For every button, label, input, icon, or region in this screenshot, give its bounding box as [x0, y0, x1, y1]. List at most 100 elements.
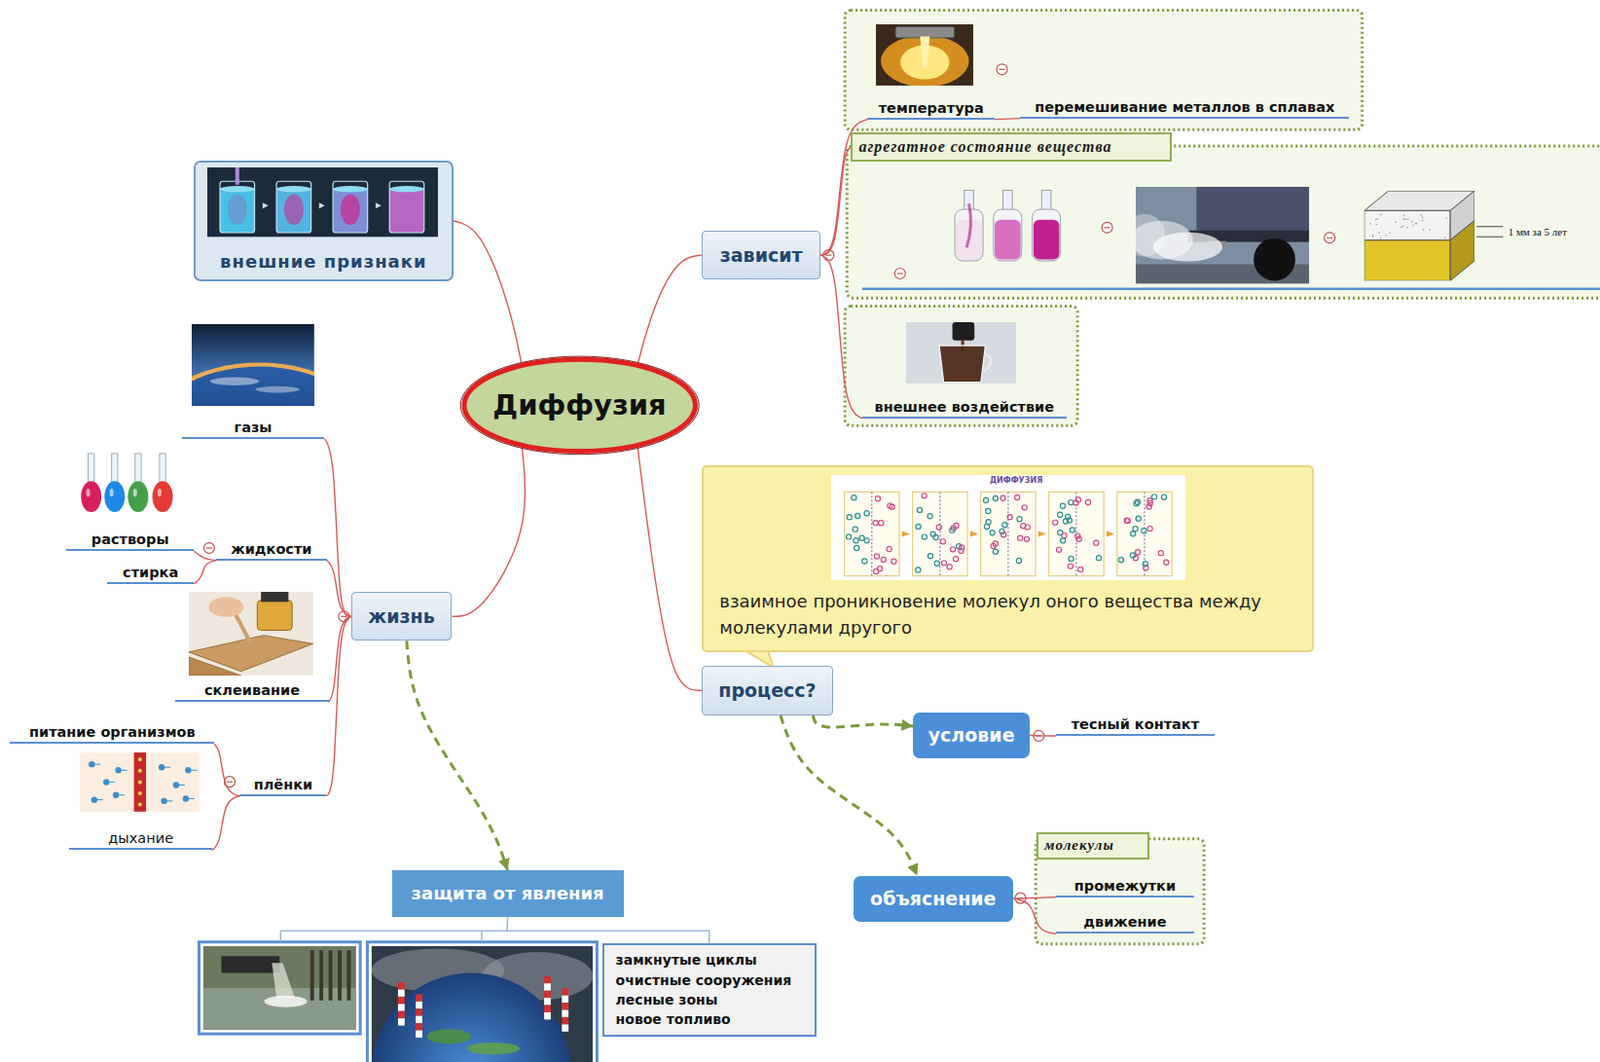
drawing-circle [931, 531, 937, 537]
drawing-circle [1070, 526, 1076, 532]
drawing-circle [1018, 535, 1023, 541]
picture-frame [366, 942, 597, 1062]
drawing-circle [887, 503, 893, 509]
node-text: новое топливо [616, 1009, 731, 1029]
drawing-ellipse [460, 356, 699, 455]
drawing-rect [561, 1017, 569, 1024]
dashed-arrow [812, 715, 913, 728]
drawing-rect [203, 945, 357, 1030]
node-text: замкнутые циклы [616, 949, 758, 970]
drawing-circle [993, 495, 999, 501]
leader-line [1476, 225, 1503, 227]
drawing-rect [952, 322, 976, 341]
drawing-circle [1136, 515, 1142, 521]
branch-line [1029, 734, 1056, 737]
branch-line [214, 743, 240, 796]
subtopic: жидкости [216, 535, 327, 560]
boundary-title: молекулы [1036, 832, 1149, 860]
drawing-circle [855, 512, 861, 518]
drawing-circle [950, 545, 956, 551]
collapse-toggle [825, 254, 832, 256]
drawing-circle [846, 533, 852, 539]
node-text: молекулы [1044, 836, 1115, 854]
drawing-circle [1416, 222, 1419, 225]
picture [188, 591, 314, 676]
drawing-circle [1369, 222, 1372, 225]
node-text: зависит [720, 244, 803, 266]
drawing-circle [983, 497, 989, 503]
ellipse-outline [459, 354, 700, 457]
drawing-circle [1093, 540, 1099, 546]
branch-topic: защита от явления [392, 870, 624, 916]
drawing-rect [159, 453, 166, 484]
drawing-ellipse [85, 488, 90, 497]
drawing-circle [1402, 218, 1405, 220]
node-text: лесные зоны [616, 989, 719, 1010]
collapse-toggle [203, 543, 215, 554]
drawing-circle [1126, 517, 1131, 523]
drawing-circle [1068, 499, 1074, 505]
drawing-circle [953, 555, 959, 561]
drawing-polygon [262, 203, 269, 210]
drawing-circle [1385, 234, 1388, 237]
drawing-line [166, 800, 173, 801]
drawing-circle [1422, 228, 1425, 231]
picture [1364, 190, 1475, 281]
drawing-rect [398, 1018, 405, 1025]
drawing-ellipse [227, 194, 248, 226]
drawing-rect [390, 189, 426, 234]
drawing-circle [1096, 554, 1102, 560]
drawing-rect [415, 1001, 423, 1009]
drawing-circle [1402, 224, 1405, 227]
drawing-circle [865, 537, 871, 543]
drawing-ellipse [104, 481, 125, 513]
drawing-rect [415, 1030, 423, 1038]
subtopic: внешнее воздействие [862, 318, 1067, 419]
branch-line [193, 560, 217, 584]
subtopic: растворы [66, 444, 194, 551]
branch-line [507, 916, 710, 944]
picture [207, 167, 438, 237]
node-text: растворы [91, 531, 170, 547]
drawing-rect [398, 996, 405, 1004]
drawing-circle [958, 547, 964, 553]
drawing-circle [862, 557, 868, 563]
drawing-ellipse [210, 377, 259, 386]
drawing-circle [941, 538, 946, 544]
drawing-circle [922, 534, 928, 540]
drawing-circle [1125, 517, 1130, 523]
drawing-rect [561, 1002, 569, 1010]
picture [875, 24, 975, 86]
drawing-rect [87, 453, 94, 484]
drawing-line [120, 768, 127, 770]
drawing-circle [1378, 231, 1381, 234]
node-text: тесный контакт [1071, 716, 1200, 732]
drawing-ellipse [333, 185, 369, 192]
node-text: жидкости [230, 541, 312, 557]
drawing-ellipse [132, 488, 137, 497]
drawing-circle [1056, 546, 1062, 552]
dashed-arrow [406, 640, 509, 871]
picture [831, 474, 1186, 581]
drawing-circle [1147, 497, 1153, 503]
drawing-circle [371, 972, 572, 1062]
drawing-circle [887, 545, 893, 551]
collapse-toggle [226, 781, 233, 783]
drawing-circle [989, 529, 995, 535]
drawing-circle [953, 522, 959, 528]
drawing-circle [951, 524, 957, 530]
drawing-circle [1063, 517, 1069, 523]
drawing-rect [844, 491, 900, 576]
drawing-circle [1147, 525, 1153, 531]
node-text: внешнее воздействие [873, 399, 1055, 415]
drawing-rect [310, 949, 315, 1001]
drawing-rect [188, 591, 314, 676]
drawing-circle [999, 528, 1005, 534]
drawing-circle [949, 527, 955, 533]
drawing-circle [1065, 513, 1071, 519]
drawing-circle [993, 548, 999, 554]
collapse-toggle [206, 546, 213, 548]
drawing-rect [207, 167, 438, 237]
node-text: процесс? [718, 679, 816, 701]
collapse-toggle [1101, 221, 1113, 233]
